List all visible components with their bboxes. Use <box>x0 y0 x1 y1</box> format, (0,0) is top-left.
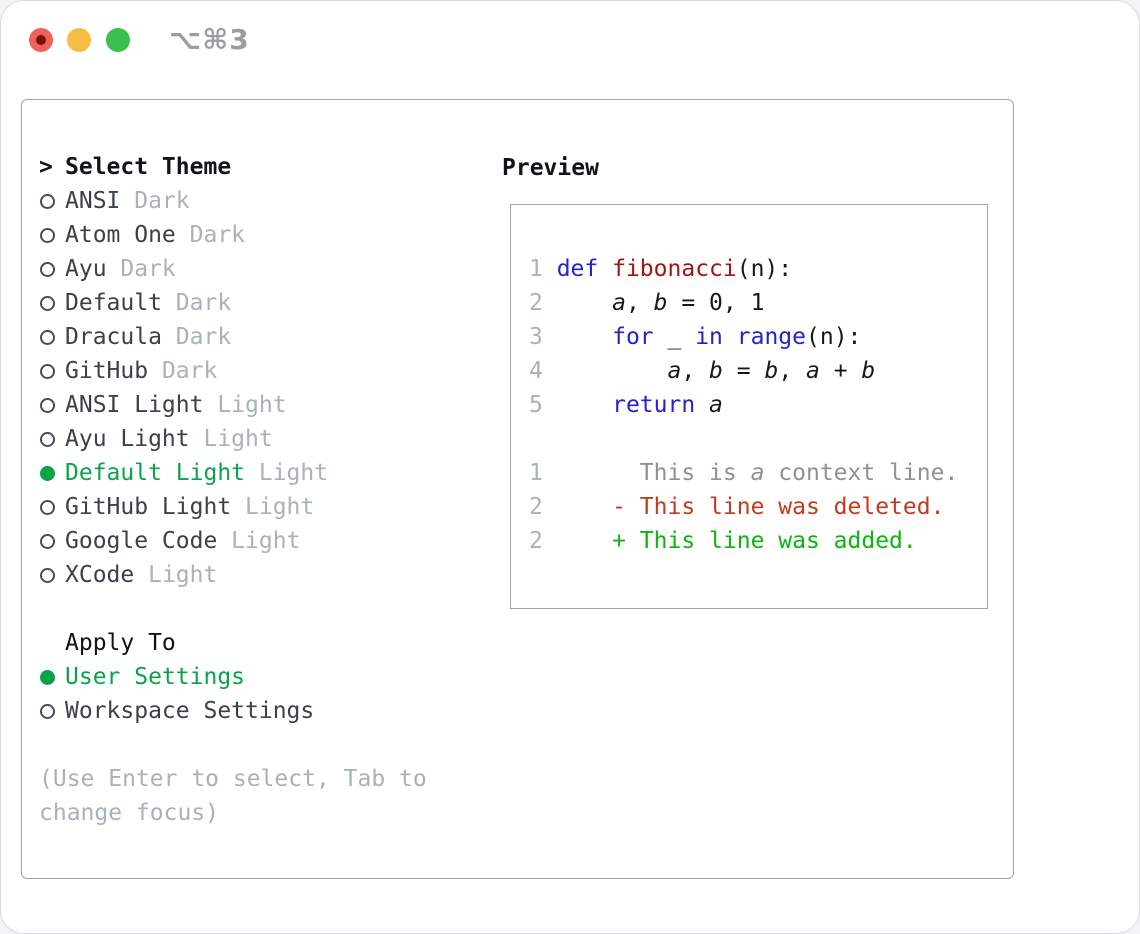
theme-option-ansi[interactable]: ANSI Dark <box>39 184 427 218</box>
theme-option-label: ANSI Light <box>65 392 204 418</box>
theme-option-ayu-light[interactable]: Ayu Light Light <box>39 422 427 456</box>
radio-icon <box>39 320 65 354</box>
theme-option-label: GitHub Light <box>65 494 232 520</box>
hint-text-line-2: change focus) <box>39 800 220 826</box>
minimize-button[interactable] <box>67 28 91 52</box>
code-line: 4 a, b = b, a + b <box>529 358 876 384</box>
hint-text-line-1: (Use Enter to select, Tab to <box>39 766 427 792</box>
theme-option-label: Ayu <box>65 256 107 282</box>
radio-icon <box>39 184 65 218</box>
apply-option-label: User Settings <box>65 664 246 690</box>
spacer <box>39 592 427 626</box>
apply-to-indent <box>39 626 65 660</box>
theme-option-label: ANSI <box>65 188 121 214</box>
apply-option-label: Workspace Settings <box>65 698 315 724</box>
keyboard-shortcut-label: ⌥⌘3 <box>169 23 250 56</box>
theme-option-label: Atom One <box>65 222 176 248</box>
theme-variant-label: Light <box>189 426 273 452</box>
radio-icon <box>39 252 65 286</box>
theme-variant-label: Dark <box>106 256 176 282</box>
apply-to-header: Apply To <box>39 626 427 660</box>
theme-option-ansi-light[interactable]: ANSI Light Light <box>39 388 427 422</box>
theme-option-xcode[interactable]: XCode Light <box>39 558 427 592</box>
theme-variant-label: Light <box>134 562 218 588</box>
theme-option-ayu[interactable]: Ayu Dark <box>39 252 427 286</box>
apply-to-title: Apply To <box>65 630 176 656</box>
close-button[interactable] <box>29 28 53 52</box>
code-line: 3 for _ in range(n): <box>529 324 862 350</box>
code-line: 5 return a <box>529 392 723 418</box>
theme-variant-label: Light <box>245 460 329 486</box>
radio-icon <box>39 490 65 524</box>
theme-variant-label: Dark <box>148 358 218 384</box>
theme-option-label: GitHub <box>65 358 149 384</box>
select-theme-header: > Select Theme <box>39 150 427 184</box>
theme-variant-label: Dark <box>175 222 246 248</box>
theme-option-label: XCode <box>65 562 135 588</box>
theme-option-label: Default Light <box>65 460 246 486</box>
radio-icon <box>39 354 65 388</box>
select-theme-title: Select Theme <box>65 154 232 180</box>
code-line: 2 - This line was deleted. <box>529 494 945 520</box>
window-titlebar: ⌥⌘3 <box>1 1 1139 79</box>
theme-option-default[interactable]: Default Dark <box>39 286 427 320</box>
theme-option-google-code[interactable]: Google Code Light <box>39 524 427 558</box>
code-line: 2 + This line was added. <box>529 528 917 554</box>
theme-option-github-light[interactable]: GitHub Light Light <box>39 490 427 524</box>
radio-icon <box>39 422 65 456</box>
code-blank-line <box>529 422 958 456</box>
theme-variant-label: Light <box>231 494 315 520</box>
theme-variant-label: Dark <box>120 188 190 214</box>
preview-title: Preview <box>502 155 599 181</box>
theme-variant-label: Light <box>203 392 287 418</box>
theme-option-label: Default <box>65 290 162 316</box>
theme-variant-label: Light <box>217 528 301 554</box>
theme-option-label: Ayu Light <box>65 426 190 452</box>
radio-selected-icon <box>39 660 65 694</box>
theme-option-atom-one[interactable]: Atom One Dark <box>39 218 427 252</box>
code-line: 1 This is a context line. <box>529 460 959 486</box>
spacer <box>39 728 427 762</box>
code-line: 1 def fibonacci(n): <box>529 256 793 282</box>
theme-option-default-light[interactable]: Default Light Light <box>39 456 427 490</box>
theme-option-dracula[interactable]: Dracula Dark <box>39 320 427 354</box>
radio-icon <box>39 558 65 592</box>
radio-icon <box>39 218 65 252</box>
preview-box: 1 def fibonacci(n): 2 a, b = 0, 1 3 for _ … <box>510 204 988 609</box>
zoom-button[interactable] <box>106 28 130 52</box>
theme-option-github[interactable]: GitHub Dark <box>39 354 427 388</box>
preview-code: 1 def fibonacci(n): 2 a, b = 0, 1 3 for _ … <box>511 205 972 558</box>
radio-selected-icon <box>39 456 65 490</box>
radio-icon <box>39 694 65 728</box>
prompt-cursor-icon: > <box>39 154 53 180</box>
theme-option-label: Google Code <box>65 528 218 554</box>
radio-icon <box>39 524 65 558</box>
theme-variant-label: Dark <box>161 324 232 350</box>
theme-option-label: Dracula <box>65 324 162 350</box>
radio-icon <box>39 286 65 320</box>
theme-variant-label: Dark <box>161 290 232 316</box>
code-line: 2 a, b = 0, 1 <box>529 290 765 316</box>
radio-icon <box>39 388 65 422</box>
apply-option-workspace-settings[interactable]: Workspace Settings <box>39 694 427 728</box>
apply-option-user-settings[interactable]: User Settings <box>39 660 427 694</box>
